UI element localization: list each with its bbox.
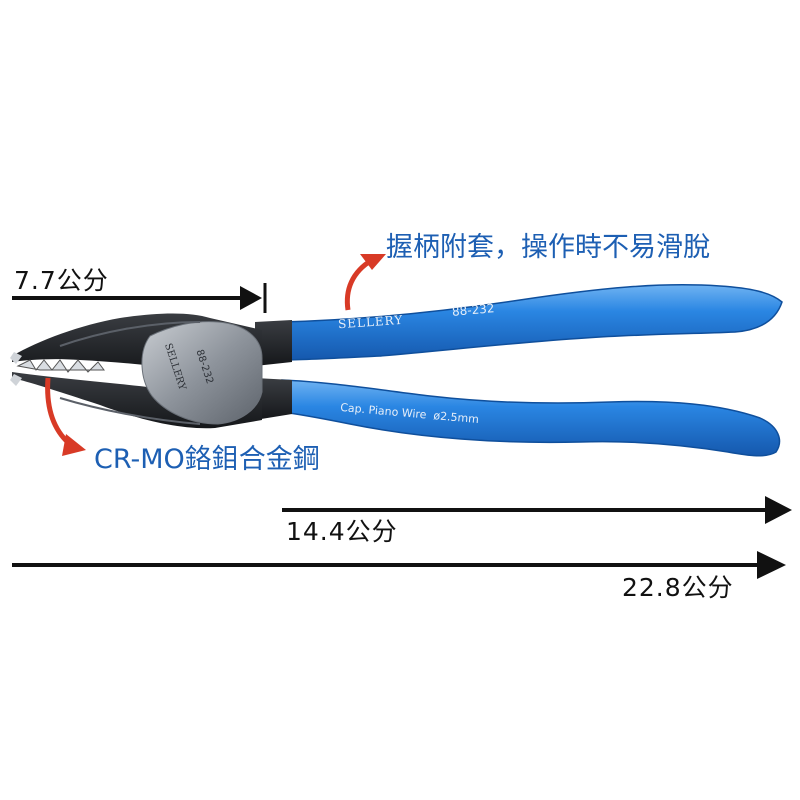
model-marking-upper-handle: 88-232 bbox=[451, 301, 496, 319]
handle-grip-callout: 握柄附套，操作時不易滑脫 bbox=[386, 232, 710, 263]
handle-length-dimension bbox=[282, 496, 792, 524]
lower-handle bbox=[281, 379, 781, 457]
total-length-dimension bbox=[12, 551, 786, 579]
handle-callout-arrow bbox=[344, 254, 386, 311]
pivot-plate bbox=[141, 321, 263, 425]
total-length-label: 22.8公分 bbox=[622, 573, 734, 602]
jaw-callout-arrow bbox=[45, 377, 86, 456]
pliers-illustration bbox=[10, 284, 783, 457]
upper-handle bbox=[281, 284, 783, 361]
head-length-dimension bbox=[12, 283, 267, 313]
head-length-label: 7.7公分 bbox=[14, 266, 109, 295]
jaw-teeth bbox=[16, 359, 105, 373]
jaw-material-callout: CR-MO鉻鉬合金鋼 bbox=[94, 444, 320, 475]
handle-length-label: 14.4公分 bbox=[286, 517, 398, 546]
